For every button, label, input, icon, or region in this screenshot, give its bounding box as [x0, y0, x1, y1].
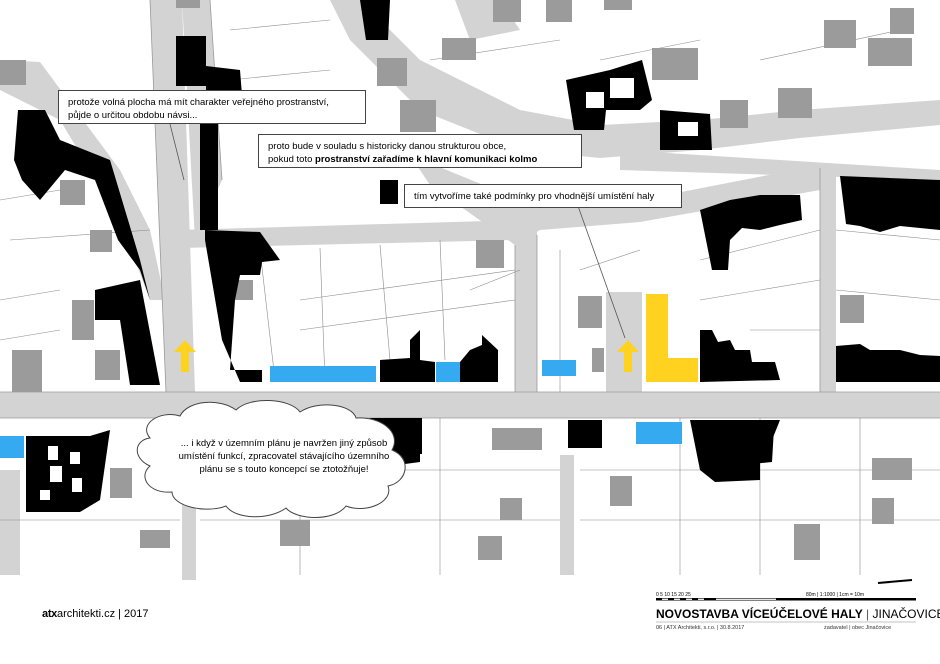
project-title: NOVOSTAVBA VÍCEÚČELOVÉ HALY | JINAČOVICE: [656, 607, 940, 621]
project-info: 06 | ATX Architekti, s.r.o. | 30.8.2017: [656, 625, 745, 631]
callout-hall-placement: tím vytvoříme také podmínky pro vhodnějš…: [404, 184, 682, 208]
client-info: zadavatel | obec Jinačovice: [824, 625, 892, 631]
brand-atx: atx: [42, 608, 57, 620]
courtyards: [40, 78, 698, 500]
callout-pointers: [169, 123, 626, 339]
arrow-left: [174, 340, 196, 372]
callout-structure: proto bude v souladu s historicky danou …: [258, 134, 582, 168]
proposed-hall: [646, 294, 698, 382]
scale-bar: [656, 598, 916, 601]
thought-cloud: [136, 399, 406, 518]
scale-numbers: 0 5 10 15 20 25: [656, 592, 691, 598]
cloud-text: ... i když v územním plánu je navržen ji…: [178, 438, 390, 475]
callout-square: protože volná plocha má mít charakter ve…: [58, 90, 366, 124]
scale-text: 80m | 1:1000 | 1cm = 10m: [806, 592, 865, 598]
brand-domain: architekti.cz: [57, 608, 116, 620]
brand-year: | 2017: [115, 608, 149, 620]
arrow-right: [617, 340, 639, 372]
blue-plots: [0, 360, 682, 458]
title-block: NOVOSTAVBA VÍCEÚČELOVÉ HALY | JINAČOVICE: [656, 607, 940, 621]
other-buildings: [0, 0, 914, 560]
footer-brand: atxarchitekti.cz | 2017: [42, 608, 149, 620]
north-arrow-icon: [877, 579, 913, 584]
